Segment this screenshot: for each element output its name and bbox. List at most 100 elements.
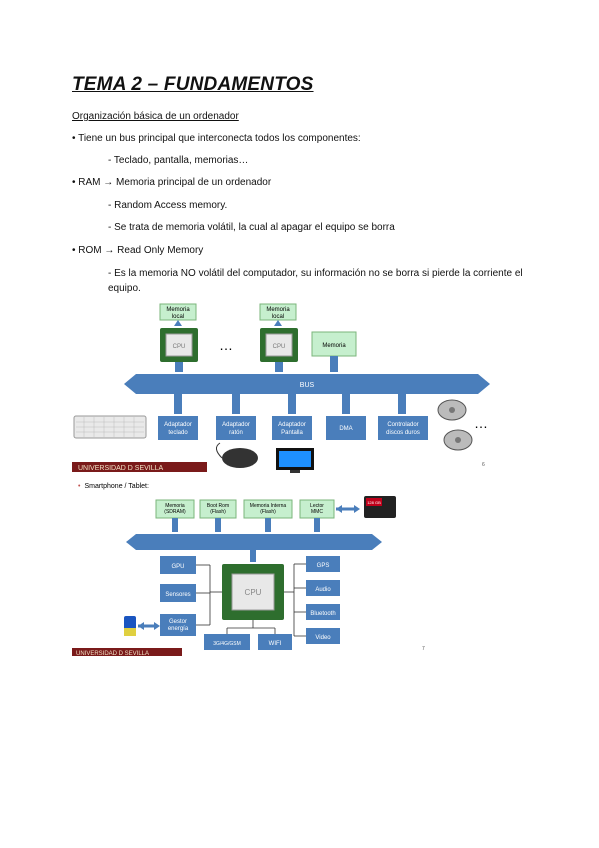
arrow-left-icon	[138, 622, 144, 630]
dma-label: DMA	[339, 426, 352, 432]
right-connectors	[284, 563, 306, 637]
arrow-right-icon	[154, 622, 160, 630]
university-footer-bar	[72, 462, 207, 472]
bluetooth-box	[306, 604, 340, 620]
bus-label: BUS	[300, 382, 315, 389]
sub-bullet-volatile: - Se trata de memoria volátil, la cual a…	[108, 222, 395, 233]
bluetooth-label: Bluetooth	[310, 611, 335, 617]
wifi-box	[258, 634, 292, 650]
connector	[330, 356, 338, 372]
smartphone-heading: •Smartphone / Tablet:	[78, 483, 149, 490]
video-box	[306, 628, 340, 644]
arrow-right-icon	[354, 505, 360, 513]
slide-page-number: 7	[422, 646, 425, 652]
cpu-label-2: CPU	[273, 344, 286, 350]
smartphone-heading-text: Smartphone / Tablet:	[84, 483, 149, 490]
dma-box	[326, 416, 366, 440]
connector	[342, 394, 350, 414]
keyboard-keys	[76, 417, 144, 437]
university-footer-text: UNIVERSIDAD D SEVILLA	[76, 651, 149, 657]
disk-controller-box	[378, 416, 428, 440]
main-memory-label: Memoria	[322, 343, 346, 349]
hard-disk-spindle	[455, 437, 461, 443]
connector	[215, 518, 221, 532]
monitor-screen	[279, 451, 311, 467]
mouse-cable	[216, 442, 223, 459]
power-manager-box	[160, 614, 196, 636]
bottom-connectors	[226, 620, 276, 634]
connector	[175, 362, 183, 372]
connector	[174, 394, 182, 414]
connector	[314, 518, 320, 532]
cellular-label: 3G/4G/GSM	[213, 641, 241, 647]
cpu-label: CPU	[245, 588, 262, 597]
bullet-ram: • RAM → Memoria principal de un ordenado…	[72, 177, 272, 188]
wifi-label: WIFI	[269, 641, 282, 647]
connector	[275, 362, 283, 372]
bullet-rom: • ROM → Read Only Memory	[72, 245, 204, 256]
adapter-keyboard	[158, 416, 198, 440]
slide-page-number: 6	[482, 462, 485, 468]
bus-arrow	[126, 534, 382, 550]
adapter-screen	[272, 416, 312, 440]
cpu-die	[231, 573, 275, 611]
sensors-label: Sensores	[165, 592, 190, 598]
sdram-label: Memoria(SDRAM)	[164, 503, 186, 515]
hard-disk-spindle	[449, 407, 455, 413]
cpu-die-2	[265, 333, 293, 357]
bullet-bus: • Tiene un bus principal que interconect…	[72, 133, 361, 144]
sd-card-capacity: 128 GB	[367, 500, 381, 505]
sd-card-label-bg	[366, 498, 382, 506]
audio-label: Audio	[315, 587, 331, 593]
cpu-die-1	[165, 333, 193, 357]
gpu-box	[160, 556, 196, 574]
gps-label: GPS	[317, 563, 330, 569]
audio-box	[306, 580, 340, 596]
connector	[172, 518, 178, 532]
connector	[232, 394, 240, 414]
cpu-label-1: CPU	[173, 344, 186, 350]
sensors-box	[160, 584, 196, 602]
internal-memory-label: Memoria Interna(Flash)	[250, 503, 287, 515]
arrow-up-icon	[174, 320, 182, 326]
page-title: TEMA 2 – FUNDAMENTOS	[72, 74, 314, 95]
arrow-left-icon	[336, 505, 342, 513]
boot-rom-label: Boot Rom(Flash)	[207, 503, 229, 515]
bus-arrow	[124, 374, 490, 394]
connector	[288, 394, 296, 414]
gps-box	[306, 556, 340, 572]
connector	[398, 394, 406, 414]
main-memory-box	[311, 331, 357, 357]
sub-bullet-random-access: - Random Access memory.	[108, 200, 228, 211]
battery-base	[124, 628, 136, 636]
ellipsis-top: …	[219, 337, 233, 353]
connector	[250, 550, 256, 562]
arrow-up-icon	[274, 320, 282, 326]
ellipsis-disks: …	[474, 415, 488, 431]
left-connectors	[196, 564, 222, 626]
smartphone-diagram: •Smartphone / Tablet: Memoria(SDRAM) Boo…	[72, 483, 425, 657]
cellular-box	[204, 634, 250, 650]
connector	[265, 518, 271, 532]
mouse-icon	[222, 448, 258, 468]
slide-smartphone: •Smartphone / Tablet: Memoria(SDRAM) Boo…	[72, 478, 432, 663]
sub-bullet-non-volatile: - Es la memoria NO volátil del computado…	[108, 268, 523, 294]
university-footer-text: UNIVERSIDAD D SEVILLA	[78, 465, 164, 472]
sub-bullet-devices: - Teclado, pantalla, memorias…	[108, 155, 249, 166]
section-subtitle: Organización básica de un ordenador	[72, 111, 239, 122]
monitor-stand	[290, 470, 300, 473]
adapter-mouse	[216, 416, 256, 440]
gpu-label: GPU	[171, 564, 184, 570]
university-footer-bar	[72, 648, 182, 656]
video-label: Video	[315, 635, 331, 641]
